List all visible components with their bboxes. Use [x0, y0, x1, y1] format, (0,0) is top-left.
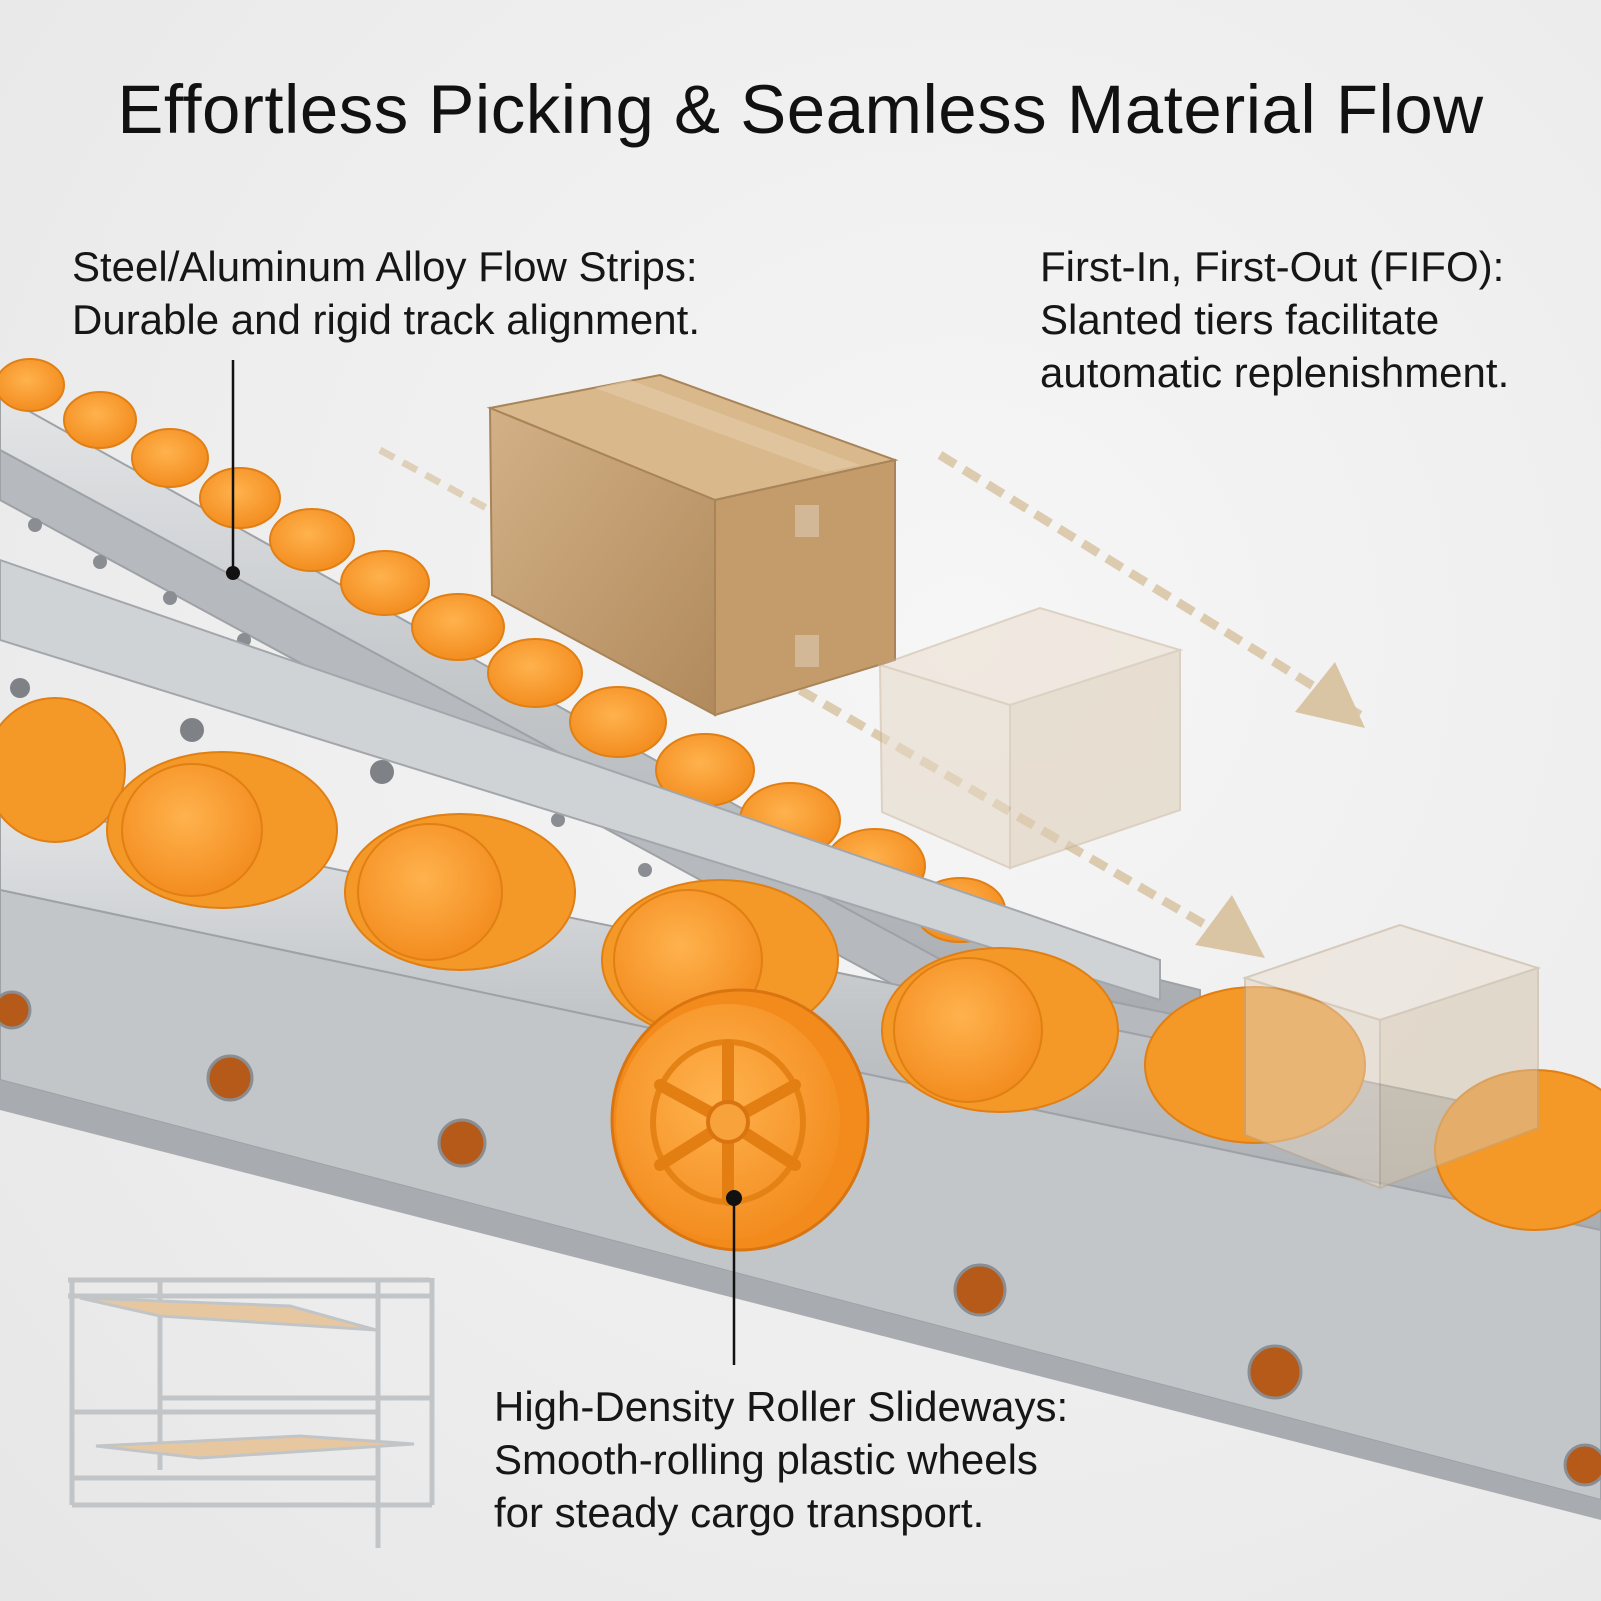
page-title: Effortless Picking & Seamless Material F… [117, 71, 1484, 148]
callout-body: Smooth-rolling plastic wheels [494, 1436, 1038, 1483]
callout-body: for steady cargo transport. [494, 1489, 985, 1536]
fading-box [876, 606, 1184, 870]
callout-title: First-In, First-Out (FIFO): [1040, 243, 1505, 290]
flow-arrow-head [1295, 662, 1365, 728]
cardboard-box [486, 373, 899, 717]
fading-box [1241, 923, 1542, 1190]
flow-arrow [378, 446, 492, 514]
callout-flow-strips: Steel/Aluminum Alloy Flow Strips: Durabl… [72, 240, 700, 346]
callout-title: Steel/Aluminum Alloy Flow Strips: [72, 243, 698, 290]
front-roller [610, 988, 870, 1252]
rack-thumbnail [68, 1277, 435, 1548]
callout-dot [726, 1190, 742, 1206]
callout-roller-slideways: High-Density Roller Slideways: Smooth-ro… [494, 1380, 1068, 1539]
callout-body: automatic replenishment. [1040, 349, 1510, 396]
callout-body: Slanted tiers facilitate [1040, 296, 1440, 343]
callout-title: High-Density Roller Slideways: [494, 1383, 1069, 1430]
middle-flow-strip [0, 558, 1161, 1002]
callout-dot [226, 566, 240, 580]
callout-fifo: First-In, First-Out (FIFO): Slanted tier… [1040, 240, 1509, 399]
callout-body: Durable and rigid track alignment. [72, 296, 700, 343]
flow-arrow-head [1195, 895, 1265, 958]
